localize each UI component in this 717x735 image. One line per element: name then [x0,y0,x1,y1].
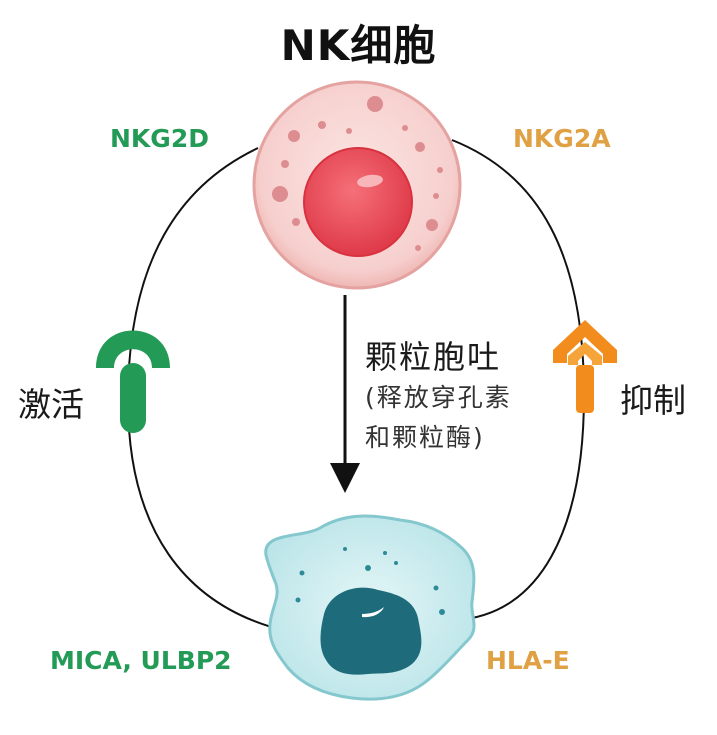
nkg2d-receptor-icon [96,330,170,433]
nk-cell-nucleus [303,147,413,257]
target-granules [295,547,445,615]
activation-label: 激活 [18,385,84,424]
nkg2d-label: NKG2D [110,124,209,153]
target-cell-nucleus [320,587,422,675]
target-cell [264,514,476,701]
mechanism-detail-line1: (释放穿孔素 [365,383,512,412]
nkg2a-receptor-icon [553,320,617,413]
nk-granules [272,96,443,251]
degranulation-label: 颗粒胞吐 [365,338,502,376]
mica-ulbp2-label: MICA, ULBP2 [50,646,232,675]
nucleus-highlight [357,174,383,188]
page-title: NK细胞 [280,21,437,70]
target-nucleus-highlight [362,607,384,618]
hla-e-label: HLA-E [486,646,570,675]
inhibition-label: 抑制 [620,381,686,420]
nk-cell [252,80,462,290]
nkg2a-label: NKG2A [513,124,611,153]
mechanism-detail-line2: 和颗粒酶) [365,423,485,452]
